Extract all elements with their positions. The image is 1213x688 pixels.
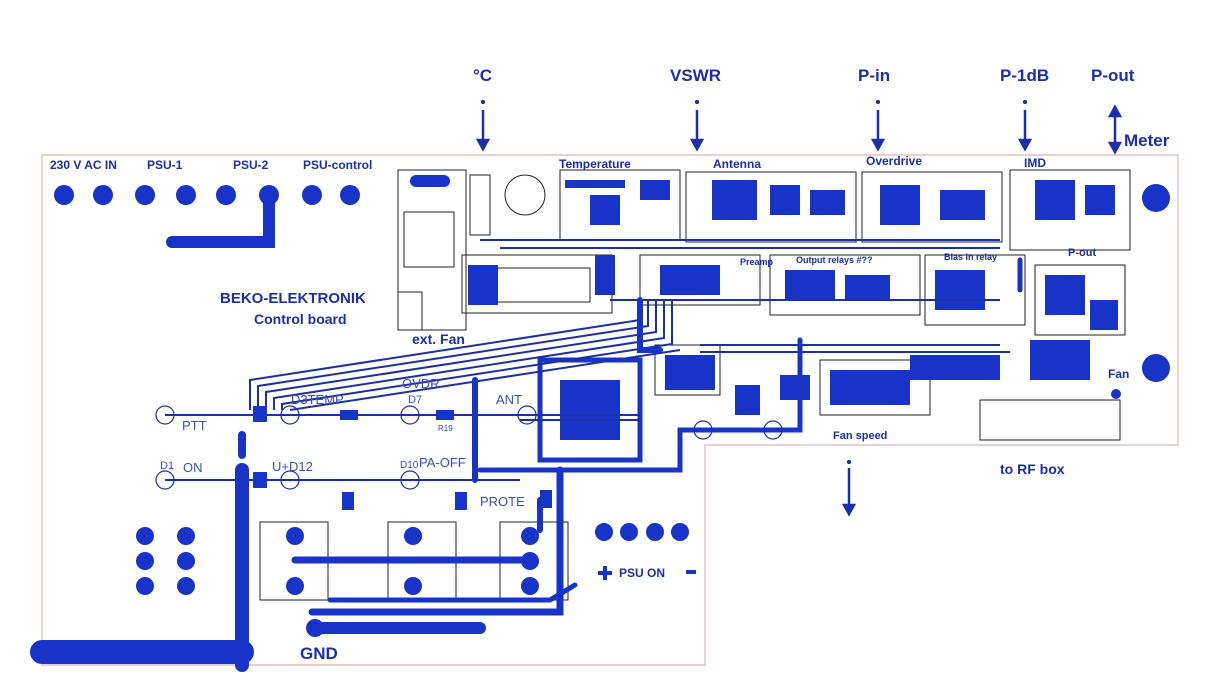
resistors bbox=[253, 406, 552, 510]
signal-traces bbox=[165, 239, 1010, 481]
label-psu-on: PSU ON bbox=[619, 566, 666, 580]
label-fan-speed: Fan speed bbox=[833, 430, 888, 442]
top-connector-pads bbox=[54, 185, 360, 205]
label-meter: Meter bbox=[1124, 131, 1170, 150]
label-on: ON bbox=[183, 460, 203, 475]
label-overdrive: Overdrive bbox=[866, 154, 923, 168]
component-clusters bbox=[410, 175, 1118, 463]
label-ant: ANT bbox=[496, 392, 522, 407]
label-output-relays: Output relays #?? bbox=[796, 255, 873, 265]
label-psu2: PSU-2 bbox=[233, 158, 269, 172]
psu2-trace bbox=[166, 189, 275, 248]
mount-pad-top-right bbox=[1142, 184, 1170, 212]
label-bias-relay: Bias In relay bbox=[944, 252, 998, 262]
label-pa-off: PA-OFF bbox=[419, 455, 466, 470]
label-r19: R19 bbox=[438, 424, 453, 433]
leds bbox=[155, 405, 783, 490]
brand-subtitle: Control board bbox=[254, 311, 347, 327]
label-pout-meter: P-out bbox=[1091, 66, 1135, 85]
label-d1: D1 bbox=[160, 460, 175, 472]
label-prot: PROTE bbox=[480, 494, 525, 509]
label-gnd: GND bbox=[300, 644, 338, 663]
label-preamp: Preamp bbox=[740, 257, 774, 267]
label-to-rf-box: to RF box bbox=[1000, 461, 1065, 477]
label-psu1: PSU-1 bbox=[147, 158, 183, 172]
label-fan: Fan bbox=[1108, 367, 1130, 381]
label-ovdr: OVDR bbox=[402, 376, 440, 391]
label-temperature: Temperature bbox=[559, 157, 631, 171]
label-ptt: PTT bbox=[182, 418, 207, 433]
label-d10: D10 bbox=[400, 460, 419, 471]
label-pout-block: P-out bbox=[1068, 247, 1097, 259]
brand-name: BEKO-ELEKTRONIK bbox=[220, 290, 366, 307]
label-ac-in: 230 V AC IN bbox=[50, 158, 117, 172]
label-d12: U+D12 bbox=[272, 459, 313, 474]
bottom-pads bbox=[136, 523, 689, 637]
meter-arrows bbox=[475, 100, 1123, 517]
mount-pad-fan bbox=[1142, 354, 1170, 382]
label-d3temp: D3TEMP bbox=[291, 392, 344, 407]
label-antenna: Antenna bbox=[713, 157, 761, 171]
psu-polarity-marks bbox=[598, 566, 696, 580]
label-temp-meter: °C bbox=[473, 66, 493, 85]
label-pin-meter: P-in bbox=[858, 66, 891, 85]
label-p1db-meter: P-1dB bbox=[1000, 66, 1050, 85]
label-imd: IMD bbox=[1024, 156, 1046, 170]
fan-pad bbox=[1111, 389, 1121, 399]
board-outline bbox=[41, 154, 1179, 666]
label-vswr-meter: VSWR bbox=[670, 66, 721, 85]
label-psu-control: PSU-control bbox=[303, 158, 373, 172]
label-d7: D7 bbox=[408, 394, 423, 406]
power-traces bbox=[30, 257, 1023, 672]
label-ext-fan: ext. Fan bbox=[412, 331, 465, 347]
